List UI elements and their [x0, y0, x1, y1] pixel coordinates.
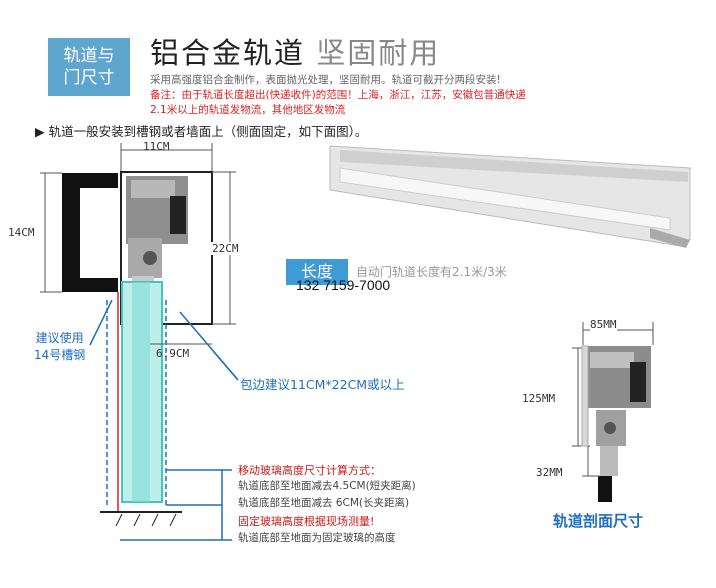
install-note: ▶ 轨道一般安装到槽钢或者墙面上（侧面固定，如下面图）。 — [35, 124, 368, 139]
page-title: 铝合金轨道 坚固耐用 — [150, 30, 440, 72]
dim-width-11cm: 11CM — [143, 140, 170, 153]
dim-height-22cm: 22CM — [210, 242, 241, 255]
length-badge: 长度 — [286, 259, 348, 285]
length-text: 自动门轨道长度有2.1米/3米 — [356, 265, 507, 279]
fixed-glass-title: 固定玻璃高度根据现场测量! — [238, 515, 375, 528]
shipping-note: 备注：由于轨道长度超出(快递收件)的范围！上海，浙江，江苏，安徽包普通快递 — [150, 89, 526, 101]
title-sub: 坚固耐用 — [316, 36, 441, 70]
moving-glass-title: 移动玻璃高度尺寸计算方式： — [238, 464, 381, 477]
dim-section-85mm: 85MM — [590, 318, 617, 331]
title-main: 铝合金轨道 — [150, 36, 306, 70]
section-title: 轨道剖面尺寸 — [553, 512, 644, 530]
shipping-note-2: 2.1米以上的轨道发物流，其他地区发物流 — [150, 104, 346, 116]
dim-width-6-9cm: 6.9CM — [156, 347, 190, 360]
suggest-channel-note: 建议使用 14号槽钢 — [34, 331, 86, 362]
description-line: 采用高强度铝合金制作，表面抛光处理，坚固耐用。轨道可截开分两段安装! — [150, 74, 501, 86]
fixed-glass-note: 轨道底部至地面为固定玻璃的高度 — [238, 532, 396, 544]
section-badge: 轨道与 门尺寸 — [48, 38, 130, 96]
phone-number: 132 7159-7000 — [296, 277, 391, 293]
moving-glass-long: 轨道底部至地面减去 6CM(长夹距离) — [238, 497, 410, 509]
dim-height-14cm: 14CM — [8, 226, 35, 239]
dim-section-125mm: 125MM — [522, 392, 556, 405]
wrap-suggestion: 包边建议11CM*22CM或以上 — [240, 377, 405, 392]
moving-glass-short: 轨道底部至地面减去4.5CM(短夹距离) — [238, 480, 416, 492]
dim-section-32mm: 32MM — [536, 466, 563, 479]
